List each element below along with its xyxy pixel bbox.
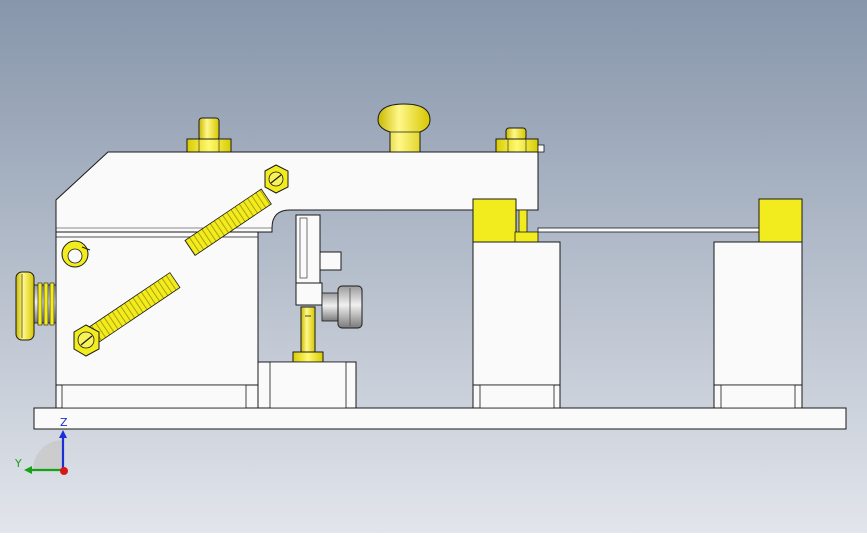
- main-body[interactable]: [55, 229, 259, 409]
- top-bolt-right[interactable]: [495, 127, 545, 153]
- clamp-arm[interactable]: [55, 151, 539, 233]
- clamp-knob[interactable]: [377, 103, 431, 153]
- orientation-triad[interactable]: Z Y: [14, 416, 68, 475]
- support-block-right[interactable]: [713, 241, 803, 409]
- center-pin[interactable]: [292, 306, 324, 363]
- triad-quadrant: [33, 440, 63, 470]
- retaining-ring[interactable]: [61, 240, 91, 268]
- cam-roller[interactable]: [321, 285, 363, 329]
- support-block-left[interactable]: [472, 241, 561, 409]
- diagonal-spring-upper[interactable]: [184, 188, 272, 257]
- clamp-pad[interactable]: [472, 198, 539, 243]
- z-axis-label: Z: [60, 416, 68, 429]
- workpiece-bar[interactable]: [537, 227, 761, 233]
- center-support-block[interactable]: [257, 361, 357, 409]
- base-plate[interactable]: [33, 407, 847, 430]
- center-linkage[interactable]: [295, 214, 342, 306]
- spring-screw-lower[interactable]: [73, 324, 100, 357]
- side-adjuster-knob[interactable]: [15, 271, 57, 341]
- spring-screw-upper[interactable]: [264, 164, 289, 194]
- top-bolt-left[interactable]: [186, 117, 232, 153]
- x-axis-dot: [60, 467, 68, 475]
- z-axis-arrow: [59, 430, 67, 438]
- y-axis-label: Y: [14, 457, 22, 470]
- y-axis-arrow: [24, 466, 32, 474]
- locator-pad-right[interactable]: [758, 198, 803, 243]
